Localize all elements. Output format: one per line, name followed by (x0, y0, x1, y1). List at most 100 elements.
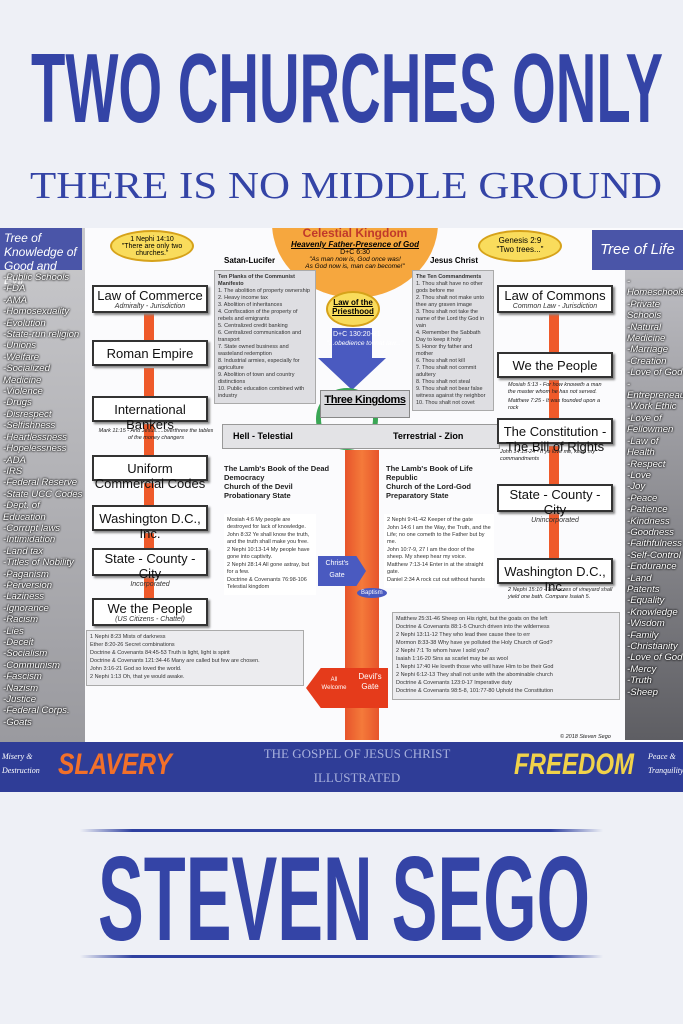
list-item: -Work Ethic (627, 401, 677, 413)
list-item: -Private Schools (627, 298, 662, 322)
red-connector (144, 313, 154, 340)
manifesto-item: 2. Heavy income tax (218, 295, 268, 301)
list-item: -Entrepreneaurs (627, 378, 683, 402)
tree-of-knowledge-header: Tree of Knowledge of Good and Evil (0, 228, 82, 287)
chart-box: Roman Empire (92, 340, 208, 366)
book-title: TWO CHURCHES ONLY (31, 33, 663, 143)
scripture-item: John 3:16-21 God so loved the world. (90, 666, 182, 672)
scripture-item: 2 Nephi 9:41-42 Keeper of the gate (387, 517, 473, 523)
satan-label: Satan-Lucifer (224, 256, 276, 265)
list-item: -Selfishness (3, 420, 56, 432)
scripture-item: Mormon 8:33-38 Why have ye polluted the … (396, 640, 553, 646)
list-item: -Love of Fellowmen (627, 412, 674, 436)
washington-note: 2 Nephi 15:10 - Ten acres of vineyard sh… (508, 587, 613, 600)
list-item: -Intimidation (3, 534, 56, 546)
list-item: -Equality (627, 595, 665, 607)
list-item: -Socialized Medicine (3, 363, 50, 386)
scripture-item: Doctrine & Covenants 88:1-5 Church drive… (396, 624, 550, 630)
list-item: -Justice (3, 694, 37, 706)
mosiah-note: Mosiah 5:13 - For how knoweth a man the … (508, 382, 602, 395)
scripture-item: Doctrine & Covenants 76:98-106 Telestial… (227, 577, 307, 590)
list-item: -Creation (627, 355, 667, 367)
manifesto-item: 5. Centralized credit banking (218, 323, 288, 329)
red-connector (144, 424, 154, 455)
list-item: -Land Patents (627, 572, 660, 595)
commandment-item: 6. Thou shalt not kill (416, 358, 465, 364)
lambs-dead-line: Church of the Devil (224, 482, 293, 491)
priesthood-label: Law of the Priesthood (332, 298, 374, 316)
scripture-item: Mosiah 4:6 My people are destroyed for l… (227, 517, 306, 530)
author-name: STEVEN SEGO (98, 840, 590, 950)
law-of-priesthood-oval: Law of the Priesthood (326, 291, 380, 327)
chart-box-subtitle: Incorporated (130, 581, 170, 588)
list-item: -Love (627, 469, 651, 481)
devils-gate (306, 668, 388, 708)
tree-of-life-header: Tree of Life (592, 230, 683, 270)
manifesto-item: 6. Centralized communication and transpo… (218, 330, 302, 343)
chart-box-title: The Constitution - The Bill of Rights (503, 424, 607, 454)
tree-of-knowledge-column: Tree of Knowledge of Good and Evil -Publ… (0, 228, 85, 743)
list-item: -Patience (627, 504, 668, 516)
commandment-item: 9. Thou shalt not bear false witness aga… (416, 386, 486, 399)
scripture-item: 2 Nephi 1:13 Oh, that ye would awake. (90, 674, 185, 680)
scripture-item: Matthew 25:31-46 Sheep on His right, but… (396, 616, 548, 622)
hell-telestial-label: Hell - Telestial (233, 431, 293, 441)
celestial-title: Celestial Kingdom (302, 228, 408, 240)
scripture-item: Matthew 7:13-14 Enter in at the straight… (387, 562, 484, 575)
list-item: -Lies (3, 625, 24, 637)
christs-gate (318, 556, 366, 586)
mark-note: Mark 11:15 - And Jesus.....overthrew the… (98, 428, 214, 441)
list-item: -Land tax (3, 545, 44, 557)
celestial-quote: As God now is, man can become!" (305, 263, 405, 270)
list-item: -FDA (3, 283, 26, 295)
commandment-item: 7. Thou shalt not commit adultery (416, 365, 477, 378)
lambs-life-line: The Lamb's Book of Life (386, 464, 473, 473)
manifesto-item: 4. Confiscation of the property of rebel… (218, 309, 298, 322)
genesis-ref: Genesis 2:9 (498, 236, 542, 245)
celestial-ref: D+C 6:30 (340, 249, 370, 256)
scripture-item: John 8:32 Ye shall know the truth, and t… (227, 532, 310, 545)
three-kingdoms-label: Three Kingdoms (324, 394, 406, 406)
nephi-oval: 1 Nephi 14:10 "There are only two church… (110, 230, 194, 262)
red-connector (144, 368, 154, 396)
list-item: -Peace (627, 492, 658, 504)
tree-of-life-list: -Homeschools-Private Schools-Natural Med… (625, 270, 683, 698)
chart-box: Washington D.C., Inc. (92, 505, 208, 541)
priesthood-quote: "...obedience to that law..." (326, 340, 404, 347)
list-item: -Christianity (627, 641, 678, 652)
gospel-banner: Misery & Destruction SLAVERY THE GOSPEL … (0, 742, 683, 792)
chart-box: International Bankers (92, 396, 208, 432)
devils-gate-label: Devil's Gate (358, 672, 382, 691)
red-connector (144, 483, 154, 505)
chart-box-title: State - County - City (509, 487, 601, 517)
list-item: -Fascism (3, 671, 42, 683)
chart-box: We the People (497, 352, 613, 378)
misery-label: Misery & Destruction (2, 752, 40, 775)
list-item: -Evolution (3, 317, 46, 329)
list-item: -Dept. of Education (3, 500, 46, 523)
lambs-dead-line: The Lamb's Book of the Dead (224, 464, 330, 473)
genesis-oval: Genesis 2:9 "Two trees..." (478, 230, 562, 262)
chart-box-title: International Bankers (114, 402, 186, 432)
list-item: -State-run religion (3, 329, 80, 341)
slavery-label: SLAVERY (58, 748, 172, 781)
list-item: -Knowledge (627, 606, 678, 618)
list-item: -Law of Health (627, 435, 659, 459)
red-connector (144, 576, 154, 598)
list-item: -Self-Control (627, 549, 681, 561)
list-item: -Disrespect (3, 408, 52, 420)
freedom-label: FREEDOM (514, 748, 634, 781)
list-item: -IRS (3, 465, 23, 477)
commandment-item: 1. Thou shalt have no other gods before … (416, 281, 483, 294)
terrestrial-zion-label: Terrestrial - Zion (393, 431, 464, 441)
list-item: -Paganism (3, 568, 49, 580)
list-item: -Public Schools (3, 272, 70, 283)
list-item: -Laziness (3, 591, 45, 603)
peace-label: Peace & Tranquility (648, 752, 683, 775)
list-item: -Racism (3, 614, 39, 626)
list-item: -Goats (3, 716, 32, 728)
list-item: -Faithfulness (627, 538, 682, 550)
